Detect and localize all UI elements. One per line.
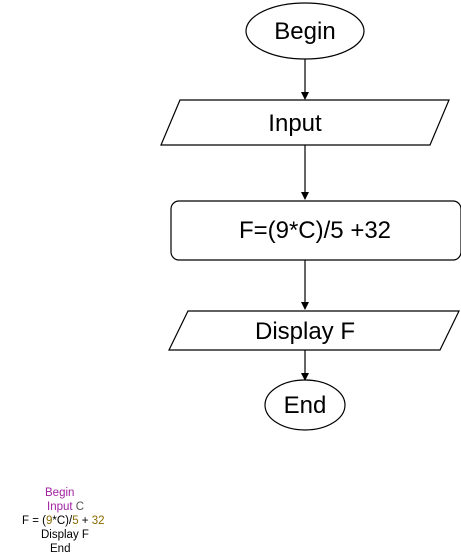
process-node: F=(9*C)/5 +32 [170, 200, 461, 261]
begin-node: Begin [245, 2, 365, 60]
pseudocode-input-keyword: Input [47, 501, 73, 513]
end-node: End [264, 379, 346, 431]
pseudocode-formula-lhs: F = [22, 515, 43, 527]
pseudocode-formula-expr: *C)/ [52, 515, 73, 527]
end-label: End [284, 392, 327, 419]
pseudocode-line-formula: F = (9*C)/5 + 32 [22, 514, 105, 528]
display-parallelogram [168, 310, 460, 351]
pseudocode-input-variable: C [75, 501, 85, 513]
pseudocode-display-text: Display F [41, 529, 89, 541]
display-node: Display F [168, 310, 460, 351]
pseudocode-formula-nine: 9 [45, 515, 53, 527]
display-label: Display F [255, 318, 355, 345]
input-parallelogram [160, 99, 450, 146]
pseudocode-line-begin: Begin [45, 486, 74, 500]
pseudocode-line-display: Display F [41, 528, 89, 542]
end-ellipse [264, 379, 346, 431]
pseudocode-formula-paren: ( [42, 515, 46, 527]
input-node: Input [160, 99, 450, 146]
pseudocode-line-end: End [50, 542, 70, 556]
pseudocode-formula-plus: + [78, 515, 92, 527]
begin-label: Begin [274, 18, 335, 45]
pseudocode-begin-keyword: Begin [45, 487, 75, 499]
pseudocode-line-input: Input C [47, 500, 84, 514]
pseudocode-end-text: End [50, 543, 71, 555]
input-label: Input [268, 110, 322, 137]
pseudocode-formula-five: 5 [72, 515, 79, 527]
pseudocode-formula-thirtytwo: 32 [91, 515, 105, 527]
process-rect [170, 200, 461, 261]
process-label: F=(9*C)/5 +32 [239, 217, 391, 244]
